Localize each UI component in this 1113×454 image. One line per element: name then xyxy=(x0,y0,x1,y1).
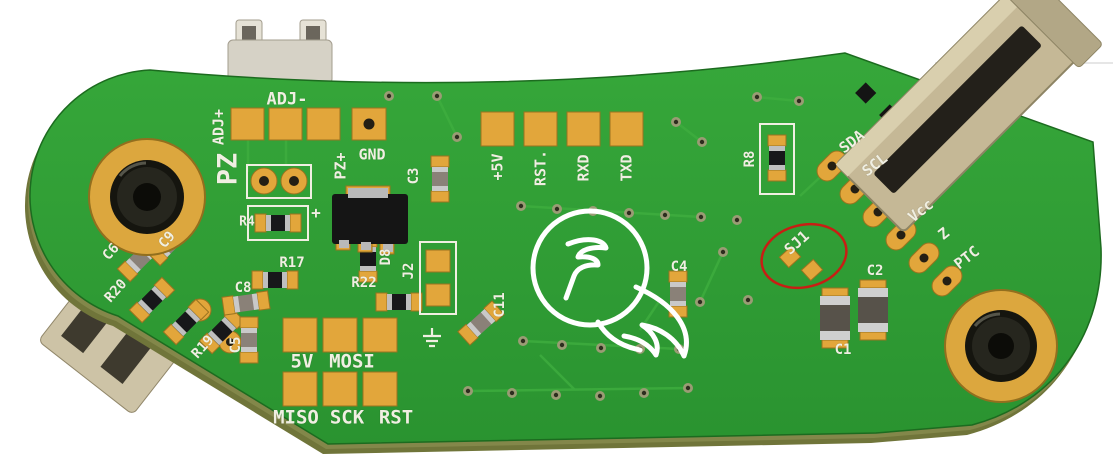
pads-serial-header xyxy=(480,111,644,147)
pads-icsp xyxy=(282,317,398,407)
pads-sj1 xyxy=(778,245,824,282)
mounting-hole-left xyxy=(88,138,206,256)
silkscreen-mosi: MOSI xyxy=(329,350,375,373)
vias xyxy=(384,91,804,401)
silkscreen-miso: MISO xyxy=(273,406,319,429)
silkscreen-c1: C1 xyxy=(834,342,852,358)
silkscreen-c8: C8 xyxy=(234,280,252,296)
component-j2 xyxy=(419,241,457,315)
voltage-regulator xyxy=(332,185,408,255)
connector-top xyxy=(227,19,333,85)
silkscreen-rst: RST. xyxy=(531,149,550,187)
silkscreen-r8: R8 xyxy=(742,150,758,168)
silkscreen-c5: C5 xyxy=(228,336,244,354)
silkscreen-adj-minus: ADJ- xyxy=(266,89,308,110)
silkscreen-plus: + xyxy=(311,203,321,222)
silkscreen-c11: C11 xyxy=(492,292,508,318)
silkscreen-r22: R22 xyxy=(351,275,377,291)
component-c1 xyxy=(820,287,850,349)
silkscreen-adj-plus: ADJ+ xyxy=(209,108,228,146)
silkscreen-pz-plus: PZ+ xyxy=(331,152,350,180)
mounting-hole-right xyxy=(944,289,1058,403)
pads-adj-header xyxy=(230,107,387,141)
silkscreen-r17: R17 xyxy=(279,255,305,271)
silkscreen-gnd: GND xyxy=(358,145,386,164)
silkscreen-j2: J2 xyxy=(401,262,417,280)
silkscreen-plus5v: +5V xyxy=(488,153,507,181)
silkscreen-sck: SCK xyxy=(329,406,365,429)
silkscreen-rst-icsp: RST xyxy=(378,406,414,429)
edge-connector-right xyxy=(835,0,1102,232)
components xyxy=(116,82,901,364)
component-c2 xyxy=(858,279,888,341)
silkscreen-c2: C2 xyxy=(866,263,884,279)
sj1-annotation-circle xyxy=(760,222,848,290)
flame-logo xyxy=(530,208,689,359)
pads-sensor-header xyxy=(816,150,963,297)
silkscreen-rxd: RXD xyxy=(574,154,593,182)
silkscreen-txd: TXD xyxy=(617,154,636,182)
pads-pz xyxy=(246,164,312,199)
silkscreen-icsp-5v: 5V xyxy=(290,350,314,373)
silkscreen-pz: PZ xyxy=(212,152,244,186)
component-r8 xyxy=(759,123,795,195)
component-r4 xyxy=(247,205,309,241)
silkscreen-r4: R4 xyxy=(239,214,255,230)
silkscreen-c4: C4 xyxy=(670,259,688,275)
silkscreen-c3: C3 xyxy=(406,167,422,185)
silkscreen-d8: D8 xyxy=(378,248,394,266)
